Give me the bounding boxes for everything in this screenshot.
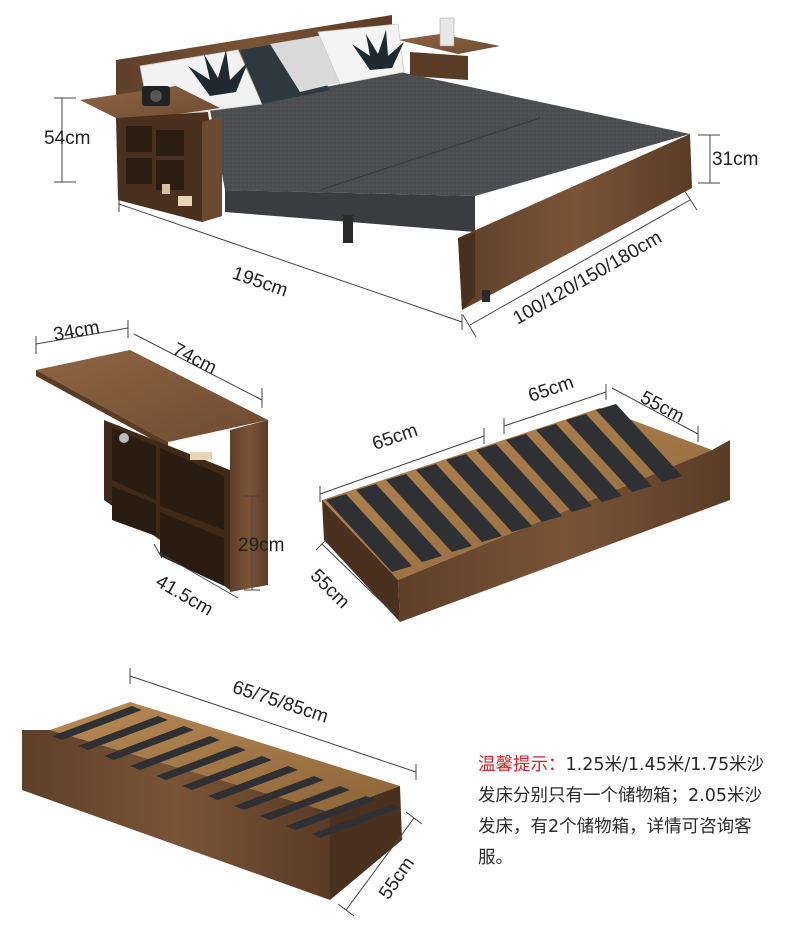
sofa-dimension-lines: [54, 97, 720, 338]
shelf-unit: [36, 350, 268, 592]
tip-note: 温馨提示：1.25米/1.45米/1.75米沙发床分别只有一个储物箱；2.05米…: [478, 750, 778, 874]
slats-b: [52, 706, 400, 838]
tip-body: 1.25米/1.45米/1.75米沙发床分别只有一个储物箱；2.05米沙发床，有…: [478, 755, 765, 868]
tip-lead: 温馨提示：: [478, 755, 566, 775]
leaf-icon: [352, 30, 404, 70]
storage-drawer-a: [322, 404, 730, 622]
left-side-table: [80, 86, 222, 222]
phone-icon: [439, 17, 455, 47]
sofa-bed: [80, 15, 692, 310]
dimension-label-side-height: 31cm: [712, 149, 759, 170]
storage-drawer-b: [22, 702, 402, 900]
slats-a: [326, 404, 682, 572]
dimension-label-height: 54cm: [44, 128, 91, 149]
leaf-icon: [188, 50, 248, 96]
drawer-b-dimension-lines: [129, 668, 423, 917]
dimension-label-shelf-height: 29cm: [238, 535, 285, 556]
drawer-a-dimension-lines: [315, 384, 699, 615]
shelf-dimension-lines: [35, 320, 263, 599]
